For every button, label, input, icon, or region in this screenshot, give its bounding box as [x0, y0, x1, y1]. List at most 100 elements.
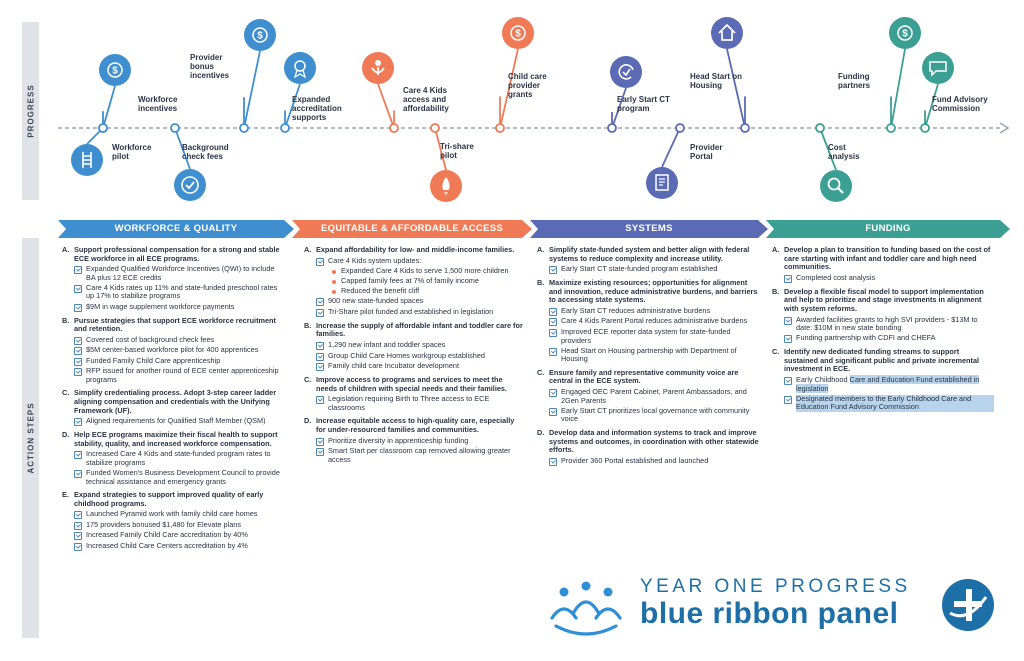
check-icon	[316, 352, 324, 361]
section-title: Develop data and information systems to …	[549, 427, 759, 455]
list-item: Increased Family Child Care accreditatio…	[74, 531, 284, 541]
section-title: Increase the supply of affordable infant…	[316, 320, 523, 339]
list-item: $5M center-based workforce pilot for 400…	[74, 345, 284, 356]
list-item: 1,290 new infant and toddler spaces	[316, 340, 524, 351]
section-title: Simplify state-funded system and better …	[549, 245, 750, 263]
equity-column: A.Expand affordability for low- and midd…	[304, 245, 524, 469]
check-icon	[316, 308, 324, 317]
funding-section-a: A.Develop a plan to transition to fundin…	[772, 245, 994, 283]
milestone-pin-12	[815, 123, 852, 202]
list-item: Designated members to the Early Childhoo…	[784, 394, 994, 412]
list-item: 900 new state-funded spaces	[316, 297, 524, 307]
check-icon	[74, 368, 82, 377]
sub-list-item: Expanded Care 4 Kids to serve 1,500 more…	[332, 266, 524, 276]
milestone-label-head-start-housing: Head Start on Housing	[690, 72, 743, 90]
list-item: Early Start CT reduces administrative bu…	[549, 306, 761, 316]
check-icon	[784, 335, 792, 344]
systems-section-d: D.Develop data and information systems t…	[537, 427, 761, 466]
band-systems-title: SYSTEMS	[625, 223, 673, 234]
list-item: $9M in wage supplement workforce payment…	[74, 302, 284, 312]
bullet-icon	[332, 289, 336, 294]
check-icon	[549, 407, 557, 416]
dollar-icon: $	[252, 27, 268, 43]
check-icon	[549, 457, 557, 466]
milestone-pin-10	[646, 123, 685, 199]
band-funding: FUNDING	[766, 220, 1010, 238]
milestone-pin-13: $	[886, 17, 921, 133]
sub-list-item: Reduced the benefit cliff	[332, 287, 524, 296]
systems-section-a: A.Simplify state-funded system and bette…	[537, 245, 761, 275]
dollar-icon: $	[107, 62, 123, 78]
check-icon	[74, 451, 82, 460]
progress-side-bar: PROGRESS	[22, 22, 39, 200]
list-item: Tri-Share pilot funded and established i…	[316, 307, 524, 317]
list-item: Funding partnership with CDFI and CHEFA	[784, 333, 994, 344]
milestone-label-care-4-kids: Care 4 Kids access and affordability	[403, 86, 449, 113]
check-icon	[74, 532, 82, 541]
chat-icon	[929, 61, 947, 77]
milestone-label-provider-portal: Provider Portal	[690, 143, 723, 161]
check-icon	[74, 336, 82, 345]
check-icon	[74, 284, 82, 293]
milestone-label-expanded-accreditation: Expanded accreditation supports	[292, 95, 342, 122]
workforce-section-d: D.Help ECE programs maximize their fisca…	[62, 430, 284, 486]
milestone-label-early-start-ct: Early Start CT program	[617, 95, 670, 113]
funding-section-b: B.Develop a flexible fiscal model to sup…	[772, 287, 994, 344]
list-item: Improved ECE reporter data system for st…	[549, 327, 761, 345]
award-icon	[293, 60, 307, 79]
list-item: Early Start CT state-funded program esta…	[549, 264, 761, 275]
list-item: Expanded Qualified Workforce Incentives …	[74, 264, 284, 282]
milestone-pin-4: $	[239, 19, 276, 133]
check-icon	[549, 318, 557, 327]
section-title: Improve access to programs and services …	[316, 375, 507, 393]
list-item: Prioritize diversity in apprenticeship f…	[316, 436, 524, 446]
people-logo-icon	[550, 581, 622, 636]
section-title: Develop a plan to transition to funding …	[784, 245, 991, 272]
list-item: Launched Pyramid work with family child …	[74, 510, 284, 520]
funding-section-c: C.Identify new dedicated funding streams…	[772, 347, 994, 412]
rocket-icon	[442, 177, 450, 196]
milestone-label-workforce-pilot: Workforce pilot	[112, 143, 152, 161]
refresh-check-icon	[618, 64, 634, 80]
check-icon	[549, 328, 557, 337]
section-title: Support professional compensation for a …	[74, 245, 280, 263]
check-icon	[74, 418, 82, 427]
band-equitable-access: EQUITABLE & AFFORDABLE ACCESS	[292, 220, 532, 238]
progress-timeline: $$$$	[58, 17, 1010, 202]
section-title: Ensure family and representative communi…	[549, 367, 739, 386]
check-icon	[549, 307, 557, 316]
bullet-icon	[332, 269, 336, 274]
list-item: Early Start CT prioritizes local governa…	[549, 406, 761, 424]
section-title: Help ECE programs maximize their fiscal …	[74, 430, 278, 448]
check-icon	[74, 266, 82, 275]
check-icon	[549, 266, 557, 275]
sub-list-item: Capped family fees at 7% of family incom…	[332, 277, 524, 286]
list-item: Increased Care 4 Kids and state-funded p…	[74, 450, 284, 467]
check-icon	[316, 257, 324, 266]
check-icon	[316, 448, 324, 457]
milestone-label-fund-advisory: Fund Advisory Commission	[932, 95, 988, 113]
band-systems: SYSTEMS	[530, 220, 768, 238]
section-title: Identify new dedicated funding streams t…	[784, 347, 980, 374]
bullet-icon	[332, 279, 336, 284]
list-item: Head Start on Housing partnership with D…	[549, 346, 761, 364]
list-item: Aligned requirements for Qualified Staff…	[74, 416, 284, 427]
list-item: Group Child Care Homes workgroup establi…	[316, 351, 524, 361]
funding-column: A.Develop a plan to transition to fundin…	[772, 245, 994, 417]
list-item: Care 4 Kids Parent Portal reduces admini…	[549, 317, 761, 327]
section-title: Expand affordability for low- and middle…	[316, 245, 515, 254]
list-item: Engaged OEC Parent Cabinet, Parent Ambas…	[549, 387, 761, 405]
milestone-label-tri-share: Tri-share pilot	[440, 142, 474, 160]
systems-section-b: B.Maximize existing resources; opportuni…	[537, 278, 761, 364]
check-icon	[784, 316, 792, 325]
milestone-label-workforce-incentives: Workforce incentives	[138, 95, 178, 113]
action-steps-side-bar: ACTION STEPS	[22, 238, 39, 638]
section-title: Simplify credentialing process. Adopt 3-…	[74, 388, 277, 415]
list-item: Completed cost analysis	[784, 273, 994, 283]
list-item: RFP issued for another round of ECE cent…	[74, 366, 284, 384]
check-icon	[784, 274, 792, 283]
list-item: Care 4 Kids system updates:	[316, 256, 524, 266]
list-item: Family child care Incubator development	[316, 361, 524, 372]
band-workforce-quality: WORKFORCE & QUALITY	[58, 220, 294, 238]
house-icon	[718, 23, 736, 41]
